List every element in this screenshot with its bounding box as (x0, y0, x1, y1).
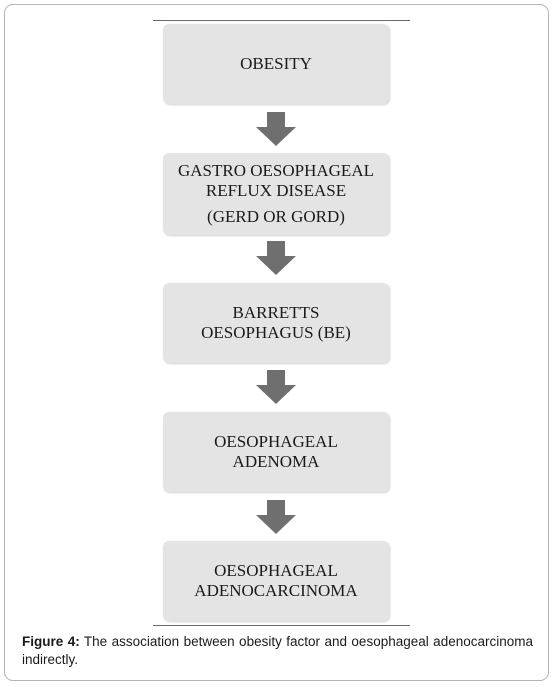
node-adenoma-line-1: OESOPHAGEAL (214, 432, 338, 451)
node-adenocarcinoma: OESOPHAGEAL ADENOCARCINOMA (163, 541, 389, 621)
node-adenoma: OESOPHAGEAL ADENOMA (163, 412, 389, 492)
node-adenocarcinoma-line-2: ADENOCARCINOMA (194, 581, 358, 600)
down-arrow-icon (256, 500, 296, 534)
node-gerd-line-1: GASTRO OESOPHAGEAL (178, 161, 374, 180)
down-arrow-icon (256, 112, 296, 146)
node-adenocarcinoma-line-1: OESOPHAGEAL (214, 561, 338, 580)
node-barretts-line-2: OESOPHAGUS (BE) (201, 323, 351, 342)
figure-caption-label: Figure 4: (22, 634, 80, 649)
down-arrow-icon (256, 241, 296, 275)
figure-caption-text: The association between obesity factor a… (22, 634, 534, 667)
node-obesity-line-1: OBESITY (240, 54, 312, 73)
top-rule (153, 20, 410, 21)
node-adenoma-line-2: ADENOMA (232, 452, 320, 471)
node-gerd-line-3: (GERD OR GORD) (207, 207, 345, 226)
down-arrow-icon (256, 370, 296, 404)
node-gerd-line-2: REFLUX DISEASE (205, 181, 347, 200)
node-barretts-line-1: BARRETTS (232, 303, 320, 322)
figure-caption: Figure 4: The association between obesit… (22, 633, 533, 669)
bottom-rule (153, 625, 410, 626)
node-barretts: BARRETTS OESOPHAGUS (BE) (163, 283, 389, 363)
node-gerd: GASTRO OESOPHAGEAL REFLUX DISEASE (GERD … (163, 153, 389, 235)
node-obesity: OBESITY (163, 24, 389, 104)
